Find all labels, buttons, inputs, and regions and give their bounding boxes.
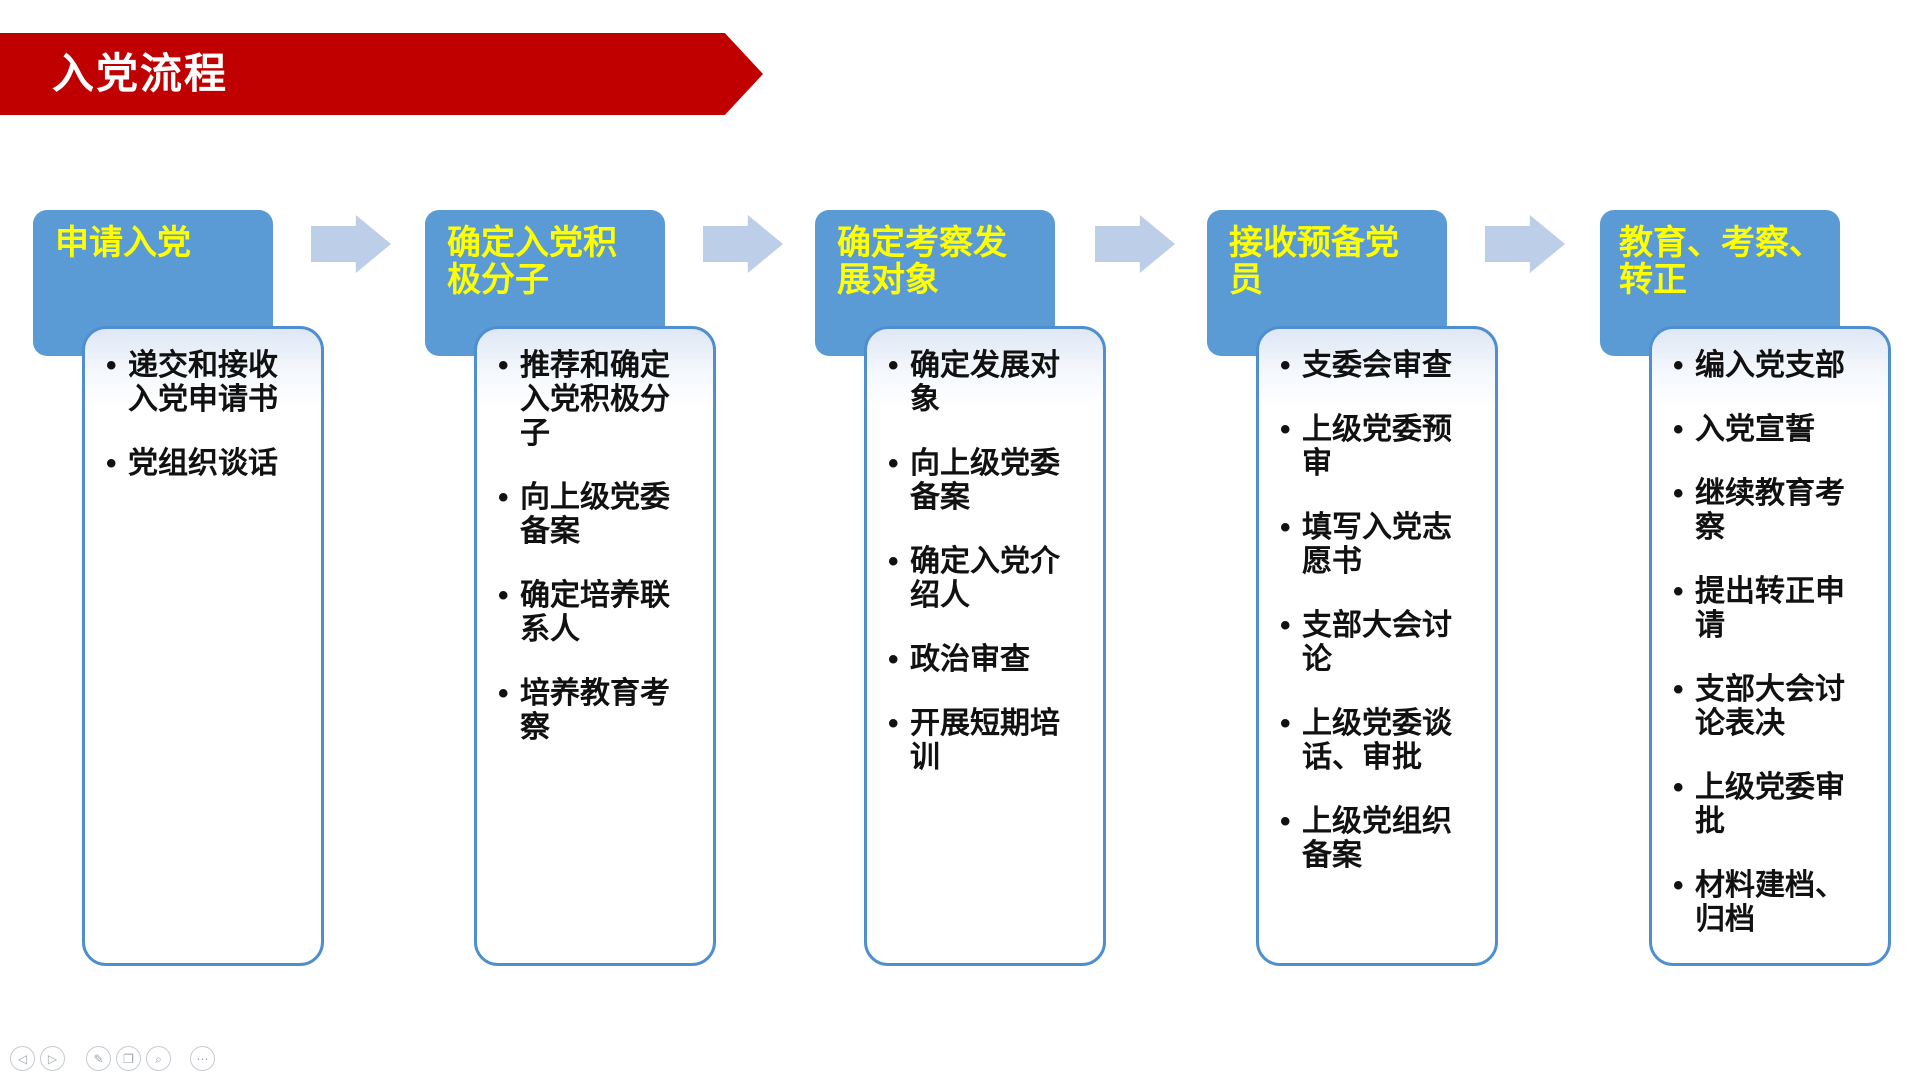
stage-item: 继续教育考察 [1673,477,1862,545]
stage-detail-box: 编入党支部入党宣誓继续教育考察提出转正申请支部大会讨论表决上级党委审批材料建档、… [1649,326,1891,966]
flow-arrow-icon [1095,215,1175,273]
stage-item: 材料建档、归档 [1673,869,1862,937]
stage-item-list: 编入党支部入党宣誓继续教育考察提出转正申请支部大会讨论表决上级党委审批材料建档、… [1652,329,1888,951]
stage-detail-box: 确定发展对象向上级党委备案确定入党介绍人政治审查开展短期培训 [864,326,1106,966]
stage-item: 支部大会讨论表决 [1673,673,1862,741]
stage-item: 上级党组织备案 [1280,805,1469,873]
stage-item: 政治审查 [888,643,1077,677]
stage-item: 入党宣誓 [1673,413,1862,447]
stage-item: 开展短期培训 [888,707,1077,775]
process-column: 确定考察发展对象确定发展对象向上级党委备案确定入党介绍人政治审查开展短期培训 [815,0,1107,966]
stage-item: 确定入党介绍人 [888,545,1077,613]
stage-item: 提出转正申请 [1673,575,1862,643]
stage-item: 确定培养联系人 [498,579,687,647]
stage-item: 推荐和确定入党积极分子 [498,349,687,451]
more-options-button[interactable]: ⋯ [190,1046,215,1071]
stage-item-list: 递交和接收入党申请书党组织谈话 [85,329,321,495]
stage-item-list: 推荐和确定入党积极分子向上级党委备案确定培养联系人培养教育考察 [477,329,713,759]
stage-item: 向上级党委备案 [498,481,687,549]
stage-item: 确定发展对象 [888,349,1077,417]
zoom-tool-button[interactable]: ⌕ [146,1046,171,1071]
title-banner: 入党流程 [0,33,763,115]
previous-slide-button[interactable]: ◁ [10,1046,35,1071]
stage-item: 支部大会讨论 [1280,609,1469,677]
stage-item-list: 确定发展对象向上级党委备案确定入党介绍人政治审查开展短期培训 [867,329,1103,789]
process-column: 确定入党积极分子推荐和确定入党积极分子向上级党委备案确定培养联系人培养教育考察 [425,0,717,966]
stage-item: 党组织谈话 [106,447,295,481]
stage-item-list: 支委会审查上级党委预审填写入党志愿书支部大会讨论上级党委谈话、审批上级党组织备案 [1259,329,1495,887]
process-column: 申请入党递交和接收入党申请书党组织谈话 [33,0,325,966]
stage-item: 培养教育考察 [498,677,687,745]
stage-item: 编入党支部 [1673,349,1862,383]
stage-item: 上级党委谈话、审批 [1280,707,1469,775]
stage-item: 向上级党委备案 [888,447,1077,515]
stage-detail-box: 支委会审查上级党委预审填写入党志愿书支部大会讨论上级党委谈话、审批上级党组织备案 [1256,326,1498,966]
slide-title: 入党流程 [52,50,229,97]
stage-item: 递交和接收入党申请书 [106,349,295,417]
next-slide-button[interactable]: ▷ [40,1046,65,1071]
slideshow-controls: ◁▷ ✎❐⌕ ⋯ [0,1046,400,1080]
stage-detail-box: 递交和接收入党申请书党组织谈话 [82,326,324,966]
stage-item: 填写入党志愿书 [1280,511,1469,579]
stage-item: 上级党委审批 [1673,771,1862,839]
slides-overview-button[interactable]: ❐ [116,1046,141,1071]
process-column: 教育、考察、转正编入党支部入党宣誓继续教育考察提出转正申请支部大会讨论表决上级党… [1600,0,1892,966]
pen-tool-button[interactable]: ✎ [86,1046,111,1071]
process-column: 接收预备党员支委会审查上级党委预审填写入党志愿书支部大会讨论上级党委谈话、审批上… [1207,0,1499,966]
stage-detail-box: 推荐和确定入党积极分子向上级党委备案确定培养联系人培养教育考察 [474,326,716,966]
stage-item: 上级党委预审 [1280,413,1469,481]
stage-item: 支委会审查 [1280,349,1469,383]
